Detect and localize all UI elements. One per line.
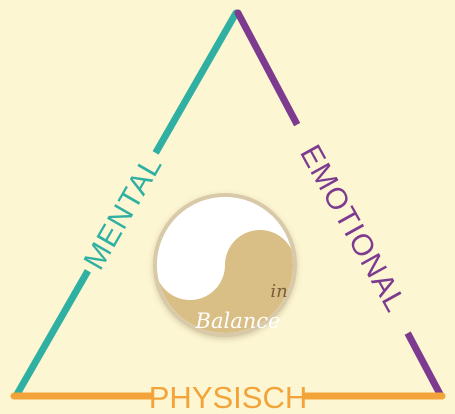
- physisch-label: PHYSISCH: [149, 380, 307, 414]
- emotional-label-backdrop: [281, 116, 427, 340]
- balance-label: Balance: [195, 309, 281, 333]
- yin-yang-halves: [157, 197, 293, 333]
- yin-yang-gold-half: [157, 230, 293, 333]
- in-label: in: [270, 281, 287, 302]
- mental-label-backdrop: [72, 144, 172, 280]
- yang-dot: [271, 257, 293, 279]
- emotional-label: EMOTIONAL: [293, 140, 412, 318]
- yin-dot: [183, 255, 205, 277]
- physisch-label-backdrop: [152, 378, 304, 414]
